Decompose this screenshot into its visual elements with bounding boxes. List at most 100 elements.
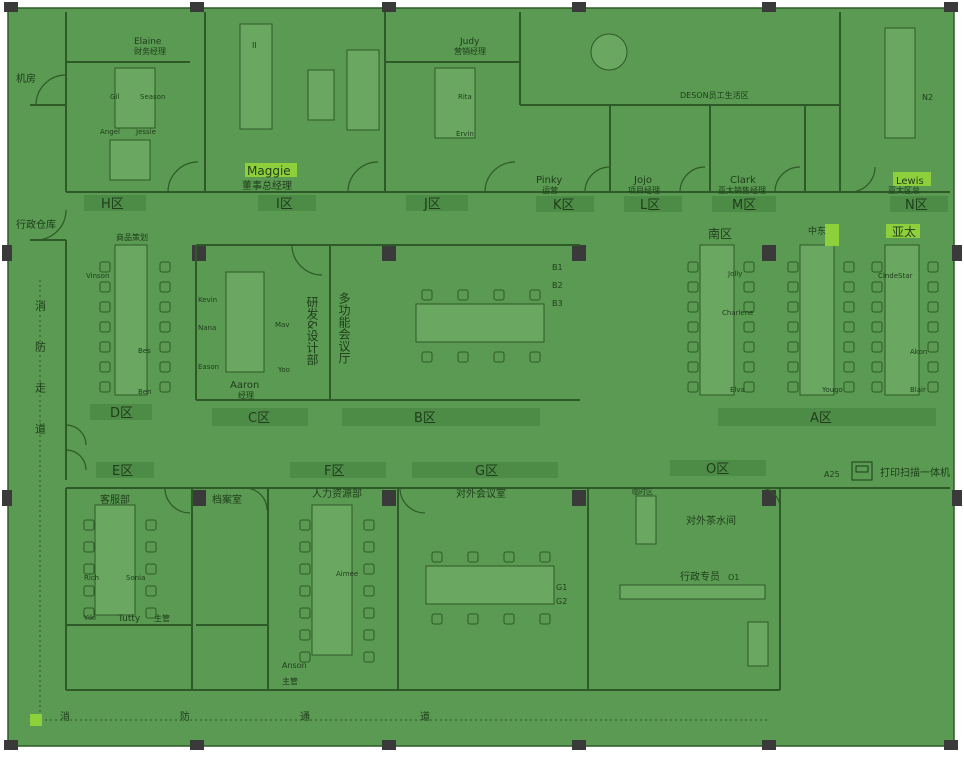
chair (145, 541, 157, 553)
person-pinky-name: Pinky (536, 175, 562, 186)
person-judy-name: Judy (459, 37, 480, 47)
seat-name: Yoo (277, 366, 290, 374)
chair (539, 613, 551, 625)
marker-g1: G1 (556, 583, 567, 592)
chair (743, 261, 755, 273)
chair (787, 261, 799, 273)
chair (843, 341, 855, 353)
chair (787, 381, 799, 393)
marker-o1: O1 (728, 573, 739, 582)
room-label-hr: 人力资源部 (312, 487, 362, 500)
chair (787, 321, 799, 333)
chair (99, 361, 111, 373)
chair (299, 629, 311, 641)
chair (99, 321, 111, 333)
chair (871, 261, 883, 273)
zone-label-h: H区 (101, 197, 124, 212)
person-elaine-name: Elaine (134, 37, 162, 47)
chair (159, 281, 171, 293)
chair (787, 361, 799, 373)
seat-name: Rita (458, 93, 472, 101)
room-label-multi: 多功能会议厅 (337, 292, 351, 364)
room-label-middle-east: 中东 (808, 225, 826, 237)
room-label-admin-desk: 行政专员 (680, 570, 720, 583)
chair (145, 519, 157, 531)
zone-label-c: C区 (248, 411, 270, 426)
person-elaine-title: 财务经理 (134, 46, 166, 56)
room-label-apac: 亚太 (892, 224, 916, 239)
room-label-deson: DESON员工生活区 (680, 90, 749, 100)
fire-walkway-lines (39, 280, 770, 721)
chair (159, 321, 171, 333)
chair (299, 519, 311, 531)
walls (30, 12, 950, 691)
person-anson-name: Anson (282, 661, 307, 670)
zone-label-l: L区 (640, 198, 660, 213)
zone-label-o: O区 (706, 462, 729, 477)
seat-name: Charlene (722, 309, 754, 317)
chair (843, 361, 855, 373)
seat-name: Kevin (198, 296, 217, 304)
chair (145, 585, 157, 597)
chair (687, 281, 699, 293)
zone-label-bars (84, 195, 948, 478)
person-aaron-title: 经理 (238, 390, 254, 400)
person-tutty-title: 主管 (154, 613, 170, 623)
chair (687, 301, 699, 313)
room-label-server: 机房 (16, 72, 36, 85)
room-label-rnd: 研发&设计部 (305, 296, 319, 365)
chair (99, 301, 111, 313)
chair (83, 563, 95, 575)
person-jojo-title: 项目经理 (628, 185, 660, 195)
chair (99, 281, 111, 293)
zone-label-e: E区 (112, 464, 133, 479)
room-label-south: 南区 (708, 226, 732, 241)
room-label-archive: 档案室 (212, 493, 242, 506)
zone-label-b: B区 (414, 411, 436, 426)
chair (145, 607, 157, 619)
room-label-fire-v: 消防走道 (34, 299, 47, 464)
chair (363, 651, 375, 663)
chair (159, 261, 171, 273)
chair (503, 551, 515, 563)
zone-label-m: M区 (732, 198, 756, 213)
chair (927, 281, 939, 293)
person-maggie-name: Maggie (247, 164, 291, 178)
chair (145, 563, 157, 575)
chair (529, 351, 541, 363)
chair (159, 381, 171, 393)
room-label-printer: 打印扫描一体机 (880, 466, 950, 479)
chair (687, 321, 699, 333)
seat-name: CindeStar (878, 272, 912, 280)
seat-name: Gil (110, 93, 119, 101)
seat-name: Aimee (336, 570, 358, 578)
chairs (83, 261, 939, 663)
chair (687, 261, 699, 273)
chair (871, 321, 883, 333)
marker-temp: 临时区 (632, 487, 653, 496)
chair (787, 281, 799, 293)
chair (363, 607, 375, 619)
chair (467, 551, 479, 563)
person-aaron-name: Aaron (230, 380, 259, 391)
chair (927, 341, 939, 353)
person-pinky-title: 运营 (542, 185, 558, 195)
chair (927, 361, 939, 373)
seat-name: Bes (138, 347, 151, 355)
chair (99, 381, 111, 393)
chair (431, 551, 443, 563)
zone-label-j: J区 (423, 197, 441, 212)
chair (363, 629, 375, 641)
chair (539, 551, 551, 563)
doors (35, 74, 876, 514)
chair (503, 613, 515, 625)
chair (871, 281, 883, 293)
chair (467, 613, 479, 625)
chair (493, 289, 505, 301)
person-tutty-name: Tutty (117, 614, 141, 624)
chair (743, 341, 755, 353)
zone-label-n: N区 (905, 198, 928, 213)
chair (99, 261, 111, 273)
